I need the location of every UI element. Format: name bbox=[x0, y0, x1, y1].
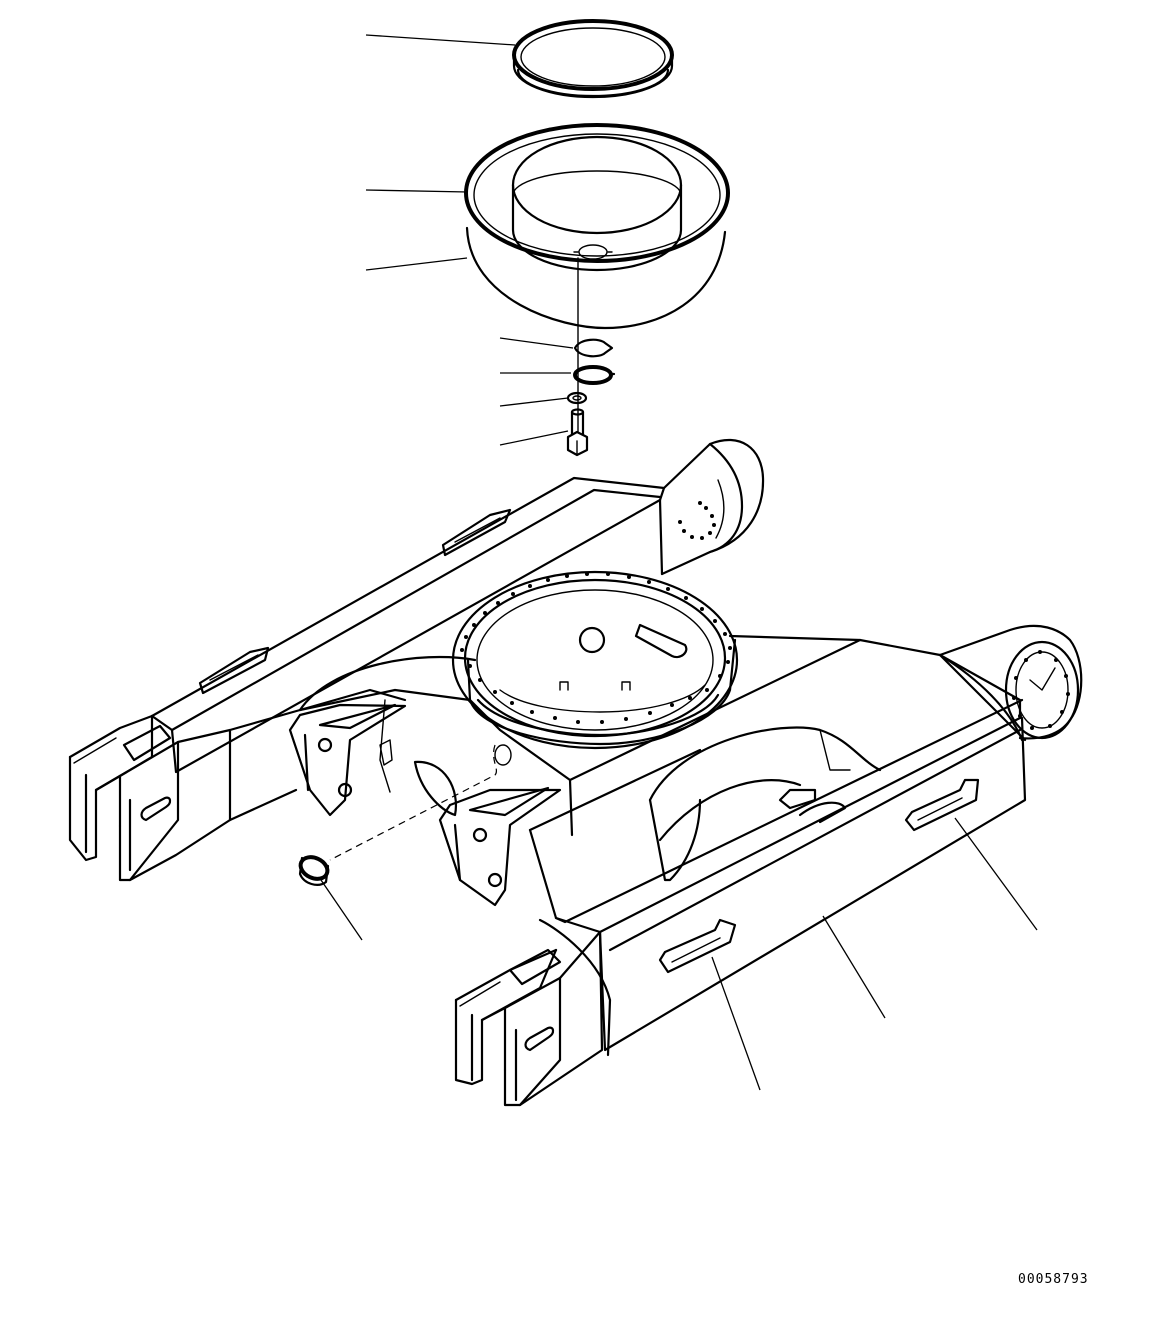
ring-cover-icon bbox=[466, 125, 728, 270]
mount-bracket-icon bbox=[290, 705, 560, 905]
seal-ring-icon bbox=[514, 21, 672, 97]
plug-axis bbox=[330, 745, 496, 860]
leader-plug bbox=[321, 880, 362, 940]
plate-icon bbox=[575, 367, 614, 383]
leader-guard-front bbox=[712, 957, 760, 1090]
leader-guard-right bbox=[955, 818, 1037, 930]
leader-seal-ring bbox=[366, 35, 515, 45]
bolt-icon bbox=[568, 410, 587, 456]
leader-gasket bbox=[500, 338, 573, 348]
bolt-circle-swing bbox=[460, 572, 732, 724]
skirt-cover-icon bbox=[467, 228, 725, 328]
leader-lines bbox=[321, 35, 1037, 1090]
leader-bolt bbox=[500, 431, 568, 445]
leader-washer bbox=[500, 398, 568, 406]
gasket-icon bbox=[575, 340, 612, 357]
washer-icon bbox=[568, 393, 586, 403]
bolt-circle-right-idler bbox=[1012, 650, 1070, 730]
guard-icon bbox=[660, 780, 978, 972]
track-frame-icon bbox=[70, 440, 1081, 1105]
leader-skirt-cover bbox=[366, 258, 467, 270]
leader-ring-cover bbox=[366, 190, 468, 192]
bolt-circle-left-idler bbox=[678, 501, 716, 540]
swing-circle-icon bbox=[453, 572, 737, 748]
plug-icon bbox=[297, 853, 331, 885]
drawing-id-number: 00058793 bbox=[1018, 1272, 1089, 1287]
leader-track-frame bbox=[823, 916, 885, 1018]
